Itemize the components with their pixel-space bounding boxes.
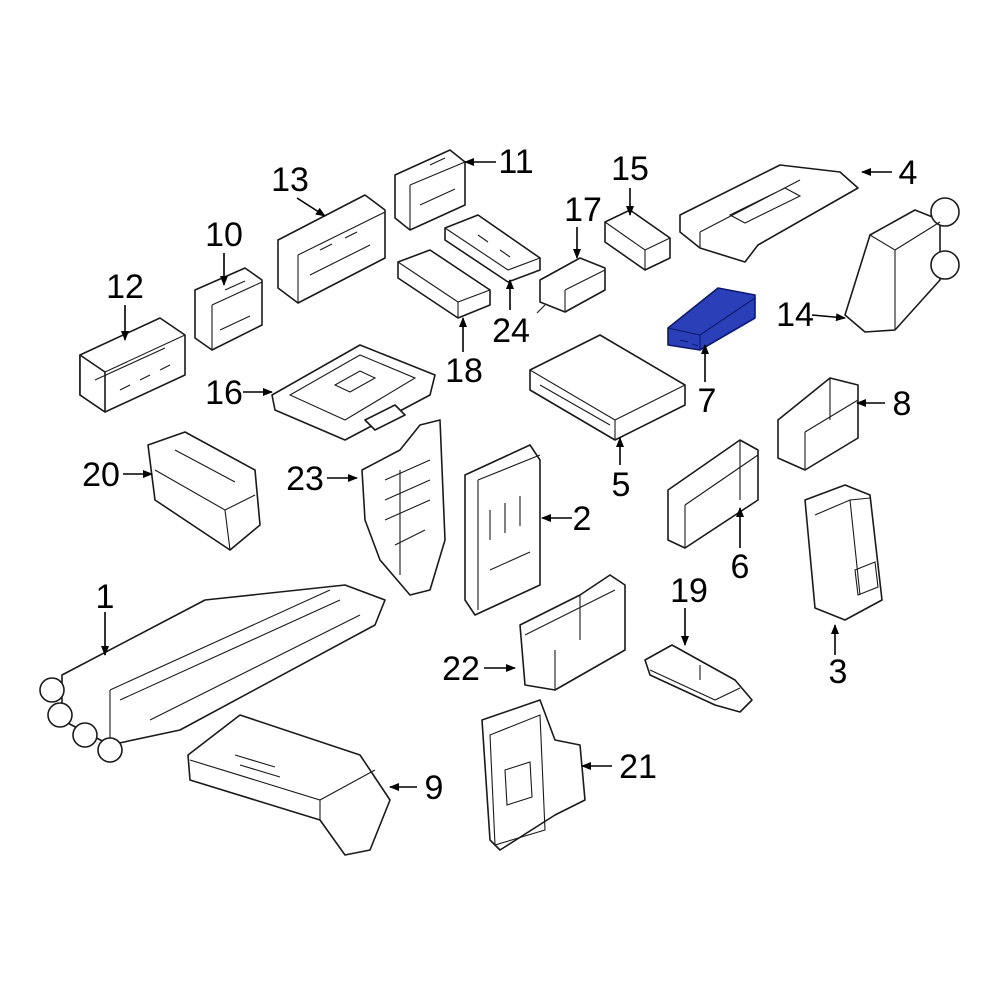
callout-7: 7 <box>698 382 717 420</box>
part-4-module[interactable] <box>679 164 859 263</box>
callout-24: 24 <box>492 312 530 350</box>
callout-13: 13 <box>271 161 309 199</box>
part-11-module[interactable] <box>394 149 466 231</box>
callout-5: 5 <box>612 466 631 504</box>
callout-2: 2 <box>573 500 592 538</box>
callout-20: 20 <box>82 456 120 494</box>
part-9-module[interactable] <box>187 714 391 856</box>
callout-19: 19 <box>670 572 708 610</box>
leader-lines <box>101 158 892 791</box>
part-15-module[interactable] <box>604 209 671 271</box>
part-16-module[interactable] <box>271 344 436 441</box>
part-14-module[interactable] <box>844 197 960 333</box>
callout-14: 14 <box>776 296 814 334</box>
part-20-module[interactable] <box>147 431 261 551</box>
callout-21: 21 <box>619 748 657 786</box>
callout-16: 16 <box>205 374 243 412</box>
part-5-module[interactable] <box>529 334 686 441</box>
part-8-module[interactable] <box>777 377 859 471</box>
callout-10: 10 <box>205 216 243 254</box>
callout-labels: 1 2 3 4 5 6 7 8 9 10 11 12 13 14 15 16 1… <box>82 143 917 807</box>
part-24-module[interactable] <box>444 214 541 283</box>
callout-8: 8 <box>893 385 912 423</box>
part-19-module[interactable] <box>644 644 753 713</box>
part-10-module[interactable] <box>194 267 263 351</box>
part-6-module[interactable] <box>667 439 759 549</box>
callout-4: 4 <box>899 154 918 192</box>
part-12-module[interactable] <box>79 317 186 413</box>
callout-1: 1 <box>96 578 115 616</box>
callout-6: 6 <box>731 548 750 586</box>
callout-9: 9 <box>425 769 444 807</box>
part-21-module[interactable] <box>481 699 586 851</box>
callout-15: 15 <box>611 150 649 188</box>
leader-14 <box>811 313 846 322</box>
callout-3: 3 <box>829 653 848 691</box>
callout-17: 17 <box>564 191 602 229</box>
part-22-cover[interactable] <box>519 574 626 691</box>
part-1-assembly[interactable] <box>39 584 386 763</box>
callout-12: 12 <box>106 268 144 306</box>
part-13-module[interactable] <box>277 194 386 304</box>
part-17-module[interactable] <box>536 257 606 314</box>
callout-18: 18 <box>445 352 483 390</box>
part-2-module[interactable] <box>464 444 541 616</box>
leader-13 <box>296 197 326 217</box>
part-3-module[interactable] <box>804 484 883 621</box>
callout-22: 22 <box>442 650 480 688</box>
part-18-module[interactable] <box>397 249 491 319</box>
part-7-highlighted-module[interactable] <box>667 287 756 351</box>
part-23-bracket[interactable] <box>361 419 446 596</box>
callout-23: 23 <box>286 460 324 498</box>
callout-11: 11 <box>498 143 533 181</box>
